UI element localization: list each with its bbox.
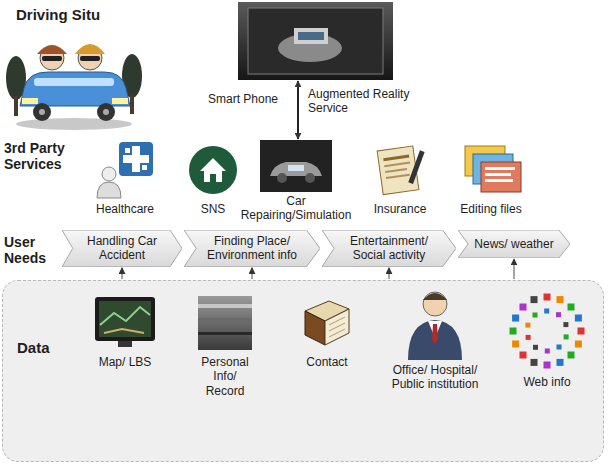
icon-node: Insurance	[362, 140, 438, 216]
connector-arrow	[513, 259, 515, 279]
icon-node: Personal Info/ Record	[183, 293, 267, 398]
node-caption: Insurance	[362, 202, 438, 216]
row-label: Driving Situ	[16, 6, 146, 23]
node-caption: Web info	[497, 375, 597, 389]
icon-holder	[83, 293, 167, 353]
node-caption: Healthcare	[84, 202, 166, 216]
icon-picture	[197, 294, 253, 352]
icon-picture	[400, 288, 470, 360]
need-text: Finding Place/ Environment info	[184, 230, 320, 267]
need-chevron: Handling Car Accident	[62, 230, 182, 267]
need-chevron: News/ weather	[458, 230, 570, 258]
node-caption: Editing files	[444, 202, 538, 216]
icon-picture	[445, 140, 537, 200]
panel-title: Data	[17, 339, 50, 356]
phone-picture-box: Smart Phone	[238, 2, 393, 80]
need-text: News/ weather	[458, 230, 570, 258]
connector-arrow	[121, 268, 123, 279]
icon-node: Office/ Hospital/ Public institution	[379, 287, 491, 392]
icon-holder	[379, 287, 491, 361]
data-panel: DataMap/ LBS Personal Info/ Record Contact…	[2, 280, 604, 462]
edge-label: Augmented Reality Service	[306, 87, 422, 116]
icon-node: Contact	[285, 293, 369, 369]
icon-holder	[84, 140, 166, 200]
icon-node: Healthcare	[84, 140, 166, 216]
icon-picture	[94, 295, 156, 351]
icon-picture	[178, 140, 248, 200]
icon-node: Car Repairing/Simulation	[234, 140, 358, 223]
node-caption: Map/ LBS	[83, 355, 167, 369]
node-caption: Contact	[285, 355, 369, 369]
need-text: Entertainment/ Social activity	[322, 230, 456, 267]
need-text: Handling Car Accident	[62, 230, 182, 267]
node-caption: Personal Info/ Record	[194, 355, 256, 398]
icon-holder	[285, 293, 369, 353]
icon-holder	[234, 140, 358, 192]
connector-arrow	[388, 268, 390, 279]
icon-picture	[238, 2, 393, 80]
icon-node: Map/ LBS	[83, 293, 167, 369]
icon-holder	[238, 2, 393, 80]
icon-holder	[497, 289, 597, 373]
need-chevron: Entertainment/ Social activity	[322, 230, 456, 267]
icon-picture	[85, 140, 165, 200]
node-caption: SNS	[178, 202, 248, 216]
icon-holder	[444, 140, 538, 200]
icon-node: Web info	[497, 289, 597, 389]
icon-node: SNS	[178, 140, 248, 216]
row-label: 3rd Party Services	[4, 140, 82, 172]
icon-picture	[260, 140, 332, 192]
connector-arrow	[251, 268, 253, 279]
node-caption: Office/ Hospital/ Public institution	[383, 363, 487, 392]
icon-holder	[183, 293, 267, 353]
icon-holder	[362, 140, 438, 200]
icon-node: Editing files	[444, 140, 538, 216]
need-chevron: Finding Place/ Environment info	[184, 230, 320, 267]
node-caption: Car Repairing/Simulation	[234, 194, 358, 223]
car-illustration	[4, 28, 144, 132]
node-caption: Smart Phone	[208, 92, 278, 106]
connector-arrow	[297, 81, 299, 139]
icon-picture	[299, 295, 355, 351]
icon-picture	[362, 140, 438, 200]
icon-picture	[499, 290, 595, 372]
row-label: User Needs	[4, 234, 60, 266]
icon-holder	[178, 140, 248, 200]
